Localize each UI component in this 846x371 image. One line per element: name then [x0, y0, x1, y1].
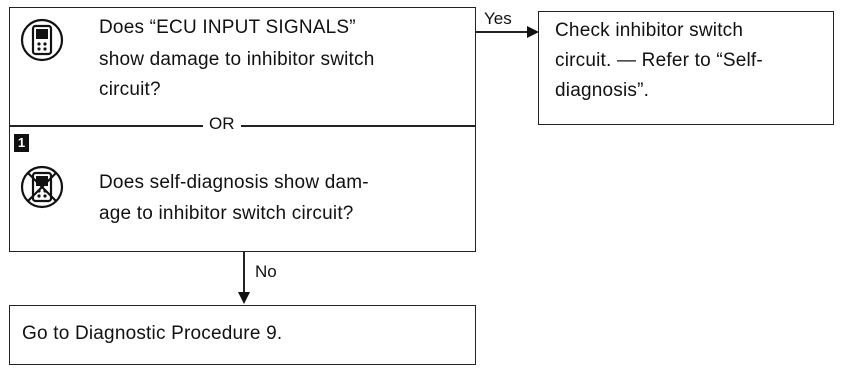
no-arrow-head [238, 292, 250, 304]
yes-result-line-2: circuit. — Refer to “Self- [555, 50, 763, 71]
no-label: No [255, 262, 277, 281]
question-box [9, 7, 476, 252]
step-number-badge: 1 [14, 134, 29, 152]
yes-arrow-line [476, 31, 534, 33]
yes-arrow-head [527, 26, 539, 38]
question-consult-line-3: circuit? [99, 79, 161, 100]
no-arrow-line [243, 252, 245, 296]
no-consult-tool-icon [20, 165, 64, 209]
consult-tool-icon [20, 18, 64, 62]
or-divider [9, 125, 476, 127]
question-self-diag-line-1: Does self-diagnosis show dam- [99, 172, 369, 193]
no-result-box [9, 305, 476, 365]
question-self-diag-line-2: age to inhibitor switch circuit? [99, 203, 354, 224]
yes-result-line-3: diagnosis”. [555, 80, 650, 101]
question-consult-line-2: show damage to inhibitor switch [99, 49, 375, 70]
yes-result-line-1: Check inhibitor switch [555, 20, 744, 41]
yes-result-box [538, 11, 834, 125]
question-consult-line-1: Does “ECU INPUT SIGNALS” [99, 17, 356, 38]
or-label: OR [203, 114, 241, 134]
yes-label: Yes [484, 9, 512, 28]
no-result-text: Go to Diagnostic Procedure 9. [22, 323, 283, 344]
